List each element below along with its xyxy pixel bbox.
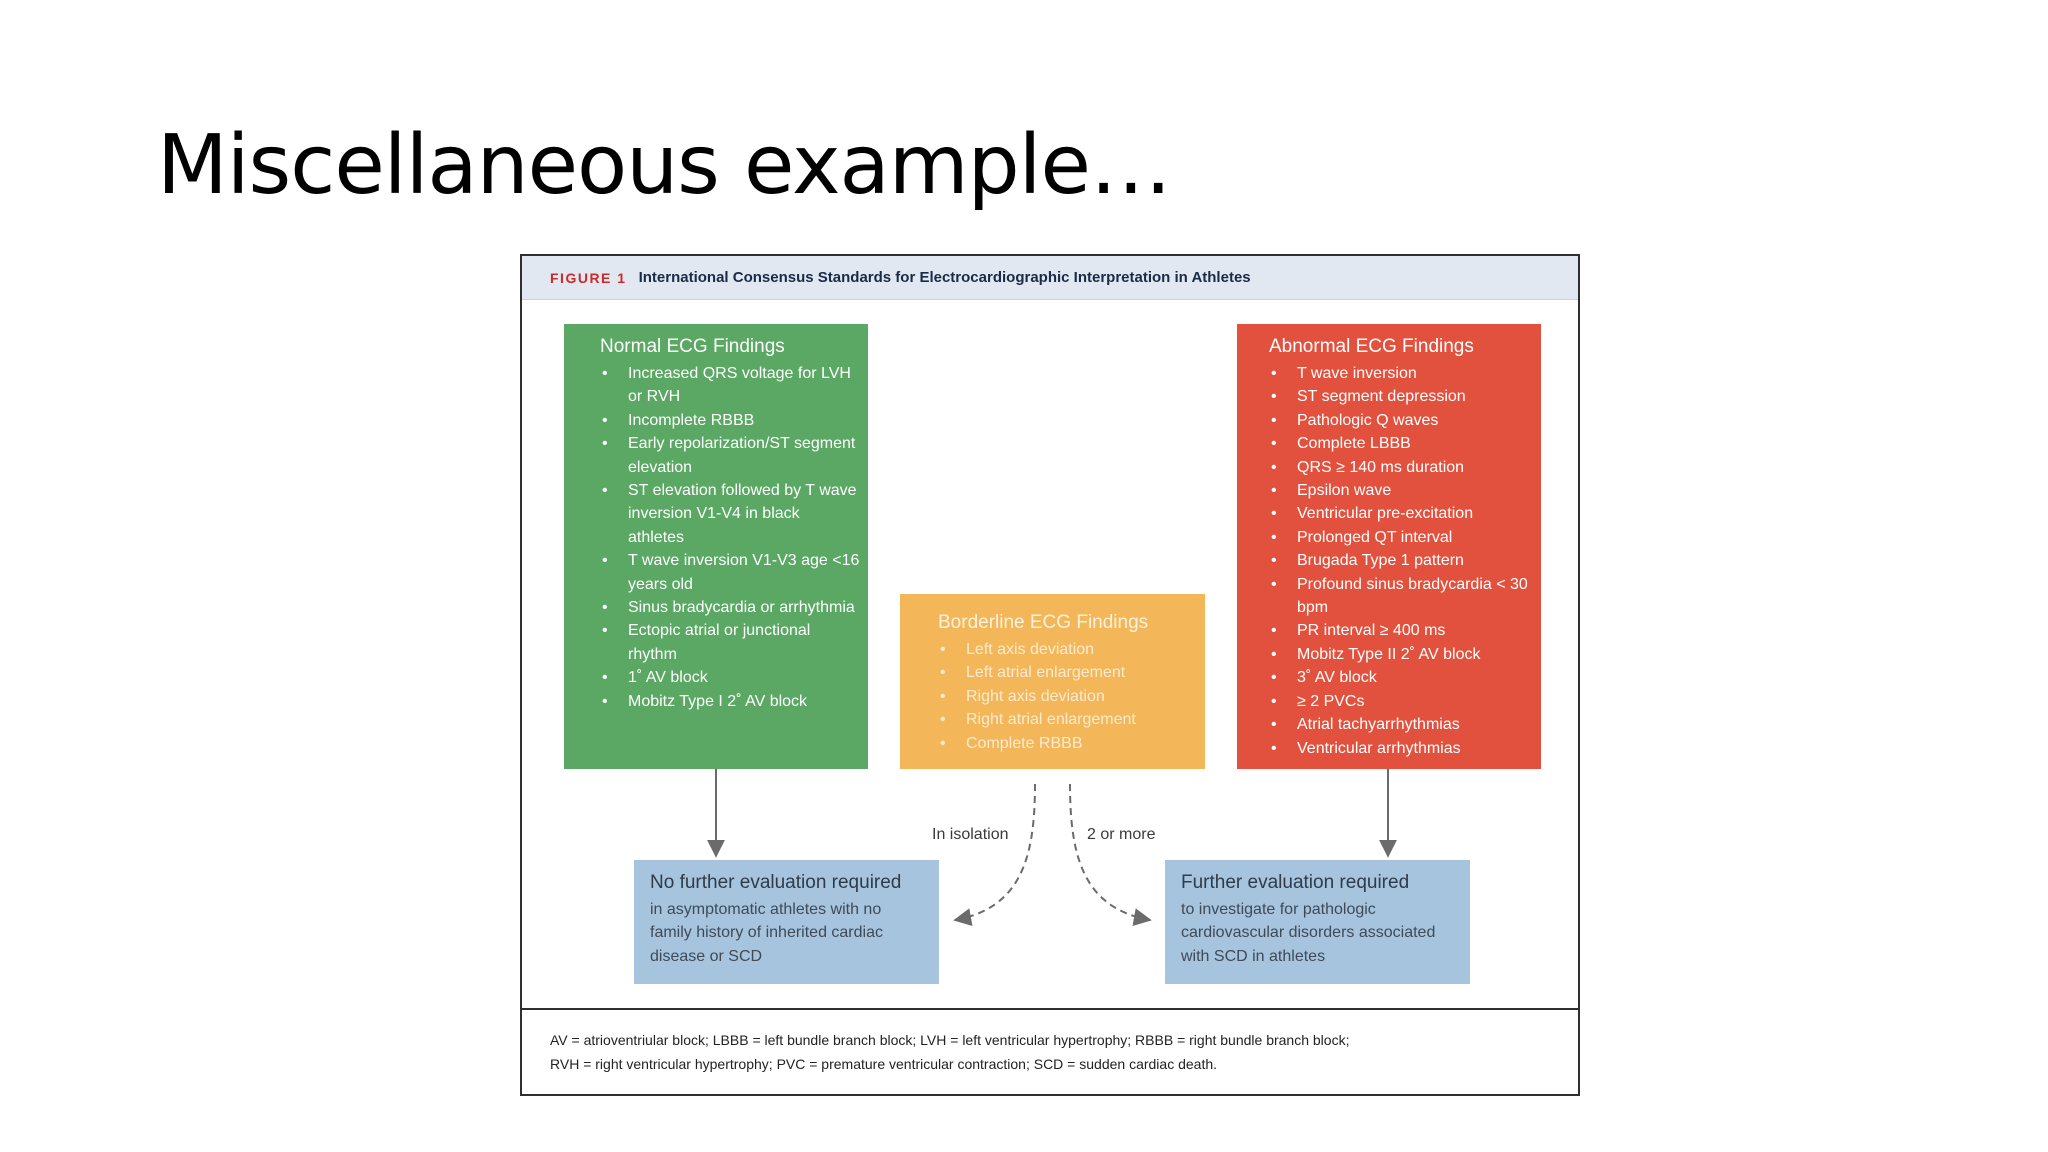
two-or-more-label: 2 or more — [1087, 826, 1156, 843]
normal-finding-item: ST elevation followed by T wave inversio… — [602, 479, 860, 549]
abnormal-finding-item: Complete LBBB — [1271, 432, 1533, 456]
figure-title: International Consensus Standards for El… — [638, 269, 1251, 286]
borderline-finding-item: Right atrial enlargement — [940, 708, 1199, 732]
normal-findings-heading: Normal ECG Findings — [600, 336, 785, 357]
abnormal-finding-item: Atrial tachyarrhythmias — [1271, 713, 1533, 737]
normal-findings-list: Increased QRS voltage for LVH or RVHInco… — [600, 362, 860, 714]
abnormal-finding-item: QRS ≥ 140 ms duration — [1271, 456, 1533, 480]
borderline-findings-list: Left axis deviationLeft atrial enlargeme… — [938, 638, 1199, 755]
normal-finding-item: Ectopic atrial or junctional rhythm — [602, 619, 860, 666]
abnormal-finding-item: ST segment depression — [1271, 385, 1533, 409]
normal-finding-item: 1˚ AV block — [602, 666, 860, 690]
figure-footer: AV = atrioventriular block; LBBB = left … — [522, 1008, 1578, 1094]
abnormal-finding-item: Mobitz Type II 2˚ AV block — [1271, 643, 1533, 667]
normal-finding-item: Mobitz Type I 2˚ AV block — [602, 690, 860, 714]
borderline-finding-item: Right axis deviation — [940, 685, 1199, 709]
abnormal-finding-item: Ventricular arrhythmias — [1271, 737, 1533, 761]
no-further-evaluation-text: in asymptomatic athletes with no family … — [650, 901, 883, 965]
borderline-finding-item: Complete RBBB — [940, 732, 1199, 756]
abnormal-finding-item: PR interval ≥ 400 ms — [1271, 619, 1533, 643]
abnormal-findings-heading: Abnormal ECG Findings — [1269, 336, 1474, 357]
abnormal-finding-item: Pathologic Q waves — [1271, 409, 1533, 433]
abnormal-finding-item: 3˚ AV block — [1271, 666, 1533, 690]
normal-finding-item: Incomplete RBBB — [602, 409, 860, 433]
further-evaluation-text: to investigate for pathologic cardiovasc… — [1181, 901, 1436, 965]
abnormal-finding-item: Epsilon wave — [1271, 479, 1533, 503]
abnormal-findings-box: Abnormal ECG Findings T wave inversionST… — [1237, 324, 1541, 769]
abnormal-finding-item: ≥ 2 PVCs — [1271, 690, 1533, 714]
abbreviations-line-2: RVH = right ventricular hypertrophy; PVC… — [550, 1056, 1218, 1072]
borderline-findings-heading: Borderline ECG Findings — [938, 612, 1149, 633]
further-evaluation-box: Further evaluation required to investiga… — [1165, 860, 1470, 984]
normal-finding-item: Increased QRS voltage for LVH or RVH — [602, 362, 860, 409]
no-further-evaluation-box: No further evaluation required in asympt… — [634, 860, 939, 984]
normal-finding-item: T wave inversion V1-V3 age <16 years old — [602, 549, 860, 596]
borderline-findings-box: Borderline ECG Findings Left axis deviat… — [900, 594, 1205, 769]
abnormal-finding-item: Prolonged QT interval — [1271, 526, 1533, 550]
normal-finding-item: Early repolarization/ST segment elevatio… — [602, 432, 860, 479]
two-or-more-dashed-arrow — [1069, 783, 1152, 926]
abnormal-findings-list: T wave inversionST segment depressionPat… — [1269, 362, 1533, 760]
abnormal-finding-item: T wave inversion — [1271, 362, 1533, 386]
figure-label: FIGURE 1 — [550, 269, 627, 286]
normal-finding-item: Sinus bradycardia or arrhythmia — [602, 596, 860, 620]
consensus-figure: FIGURE 1 International Consensus Standar… — [520, 254, 1580, 1096]
flow-arrows — [707, 769, 1397, 926]
borderline-finding-item: Left atrial enlargement — [940, 661, 1199, 685]
borderline-finding-item: Left axis deviation — [940, 638, 1199, 662]
slide-title: Miscellaneous example… — [157, 118, 1172, 213]
abbreviations-line-1: AV = atrioventriular block; LBBB = left … — [550, 1032, 1350, 1048]
in-isolation-label: In isolation — [932, 826, 1009, 843]
further-evaluation-heading: Further evaluation required — [1181, 872, 1410, 893]
abnormal-finding-item: Ventricular pre-excitation — [1271, 502, 1533, 526]
abnormal-finding-item: Brugada Type 1 pattern — [1271, 549, 1533, 573]
normal-findings-box: Normal ECG Findings Increased QRS voltag… — [564, 324, 868, 769]
figure-header: FIGURE 1 International Consensus Standar… — [522, 256, 1578, 300]
no-further-evaluation-heading: No further evaluation required — [650, 872, 902, 893]
isolation-dashed-arrow — [953, 783, 1036, 926]
abnormal-finding-item: Profound sinus bradycardia < 30 bpm — [1271, 573, 1533, 620]
